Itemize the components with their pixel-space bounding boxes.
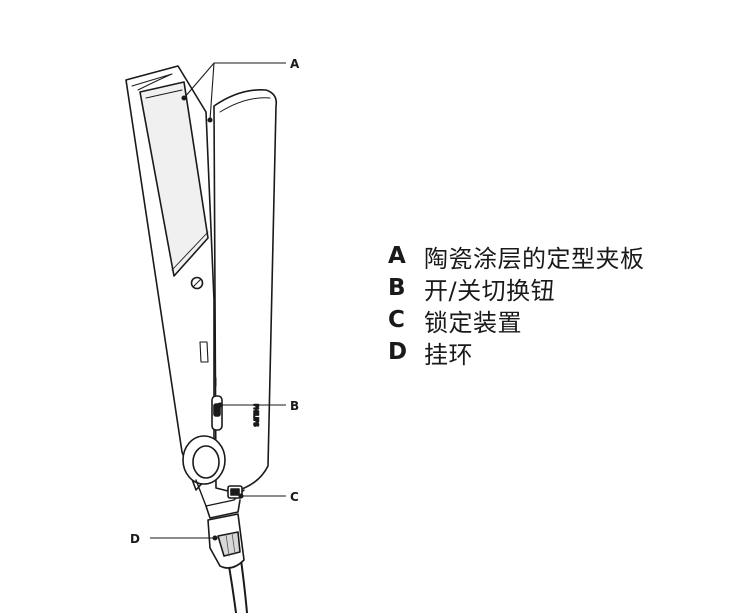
back-arm <box>125 65 215 491</box>
hanging-loop <box>207 513 245 569</box>
legend-item-c: C 锁定装置 <box>388 304 645 337</box>
legend-label-a: 陶瓷涂层的定型夹板 <box>424 244 645 273</box>
callout-c-leader <box>238 493 286 499</box>
handle-joint <box>182 435 245 519</box>
legend-item-a: A 陶瓷涂层的定型夹板 <box>388 240 645 273</box>
legend-label-d: 挂环 <box>424 340 473 369</box>
callout-letter-b: B <box>290 399 299 413</box>
legend-letter-b: B <box>388 275 406 301</box>
legend-letter-c: C <box>388 307 405 333</box>
callout-d-leader <box>150 535 218 541</box>
legend-label-c: 锁定装置 <box>424 308 522 337</box>
front-arm: PHILIPS <box>211 89 278 493</box>
callout-letter-c: C <box>290 490 299 504</box>
brand-mark: PHILIPS <box>252 404 259 427</box>
legend-item-d: D 挂环 <box>388 336 645 369</box>
callout-letter-d: D <box>130 532 140 546</box>
parts-legend: A 陶瓷涂层的定型夹板 B 开/关切换钮 C 锁定装置 D 挂环 <box>388 240 645 369</box>
legend-item-b: B 开/关切换钮 <box>388 272 645 305</box>
legend-letter-a: A <box>388 243 406 269</box>
callout-letter-a: A <box>290 57 300 71</box>
legend-label-b: 开/关切换钮 <box>424 276 556 305</box>
legend-letter-d: D <box>388 339 408 365</box>
callout-a-leader <box>181 62 286 123</box>
on-off-switch <box>211 395 223 431</box>
callout-b-leader <box>217 402 286 408</box>
ceramic-plate <box>139 81 209 277</box>
locking-device <box>227 485 243 499</box>
